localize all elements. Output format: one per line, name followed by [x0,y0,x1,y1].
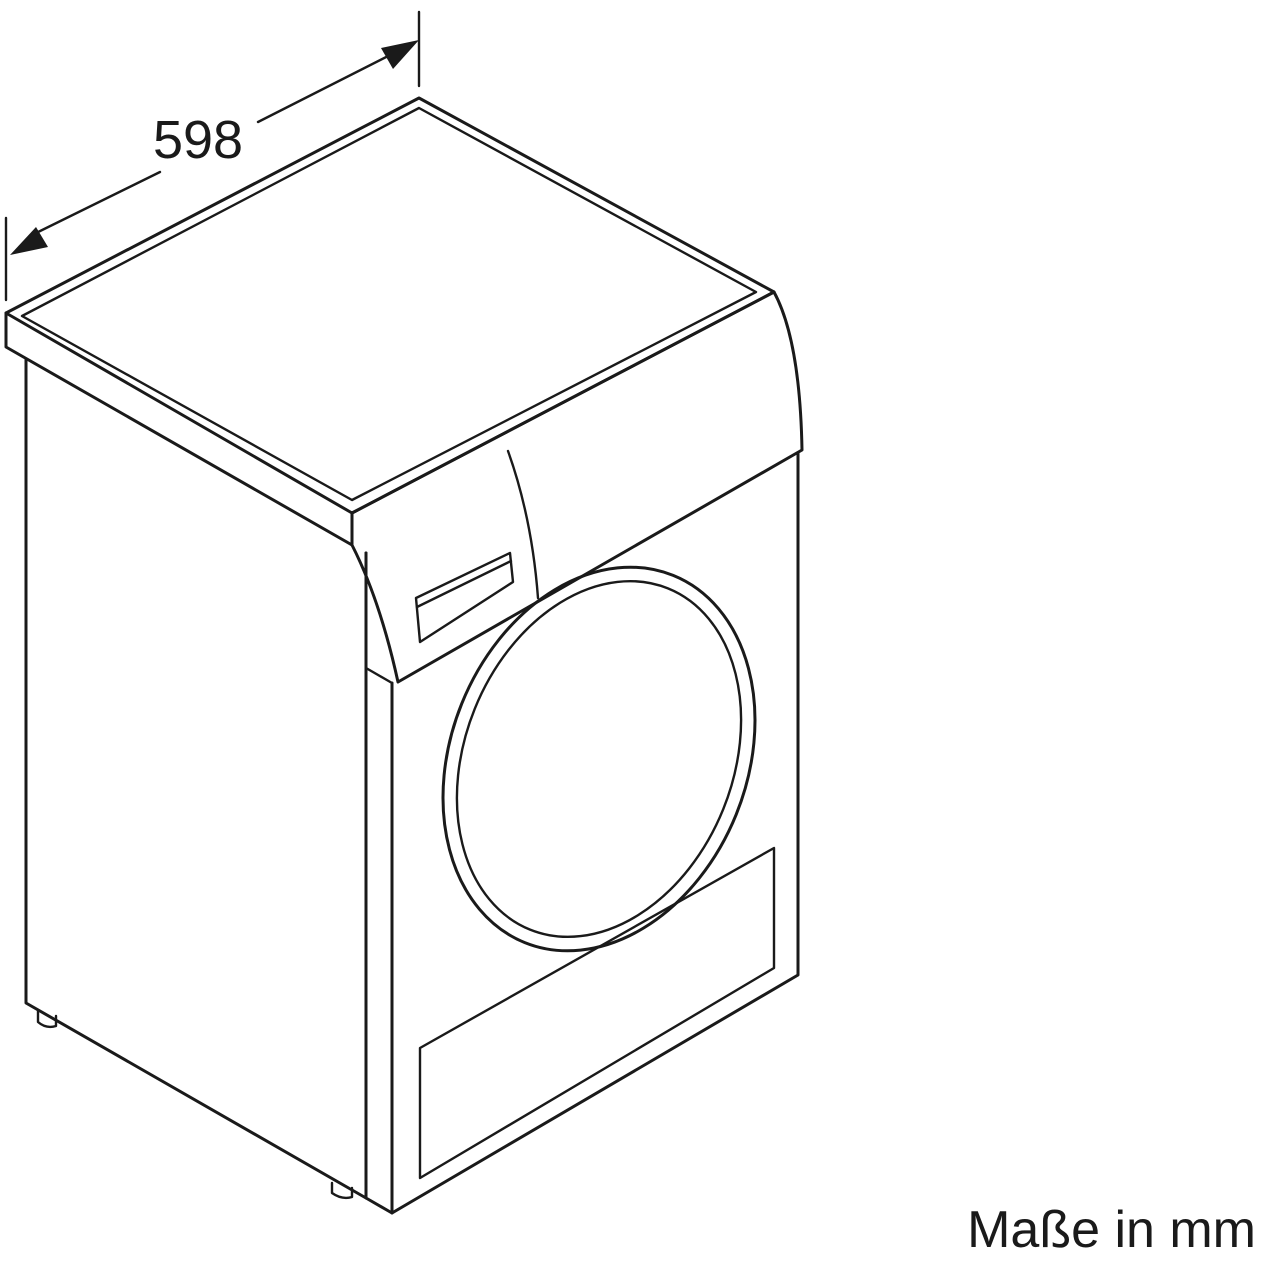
door-outer-ring [441,565,757,953]
front-panel-top-seam [364,666,394,685]
dryer-lower-panels [418,846,776,1180]
top-front-lip [4,311,354,547]
dryer-top-panel [4,96,776,547]
arrowhead-right [381,40,419,69]
units-caption: Maße in mm [967,1201,1256,1259]
filter-cover-panel [418,846,776,1180]
width-dimension-label: 598 [153,110,243,170]
right-foot [330,1181,354,1200]
display-window-inner [415,559,513,609]
left-foot [36,1008,58,1029]
left-side-outline [24,358,368,1200]
dryer-door [441,565,757,953]
dimension-line-upper [256,46,406,124]
control-panel-divider [506,449,540,600]
top-inner-edge [20,106,758,502]
dryer-left-side [24,358,368,1200]
door-inner-ring [455,579,743,939]
dryer-control-panel [350,290,804,684]
arrowhead-left [10,227,48,255]
dryer-front-panel [364,451,800,1215]
dimension-line-lower [28,170,162,238]
front-panel-outline [364,451,800,1215]
width-dimension: 598 [4,10,421,302]
top-outer-edge [4,96,776,515]
display-window [414,551,515,644]
